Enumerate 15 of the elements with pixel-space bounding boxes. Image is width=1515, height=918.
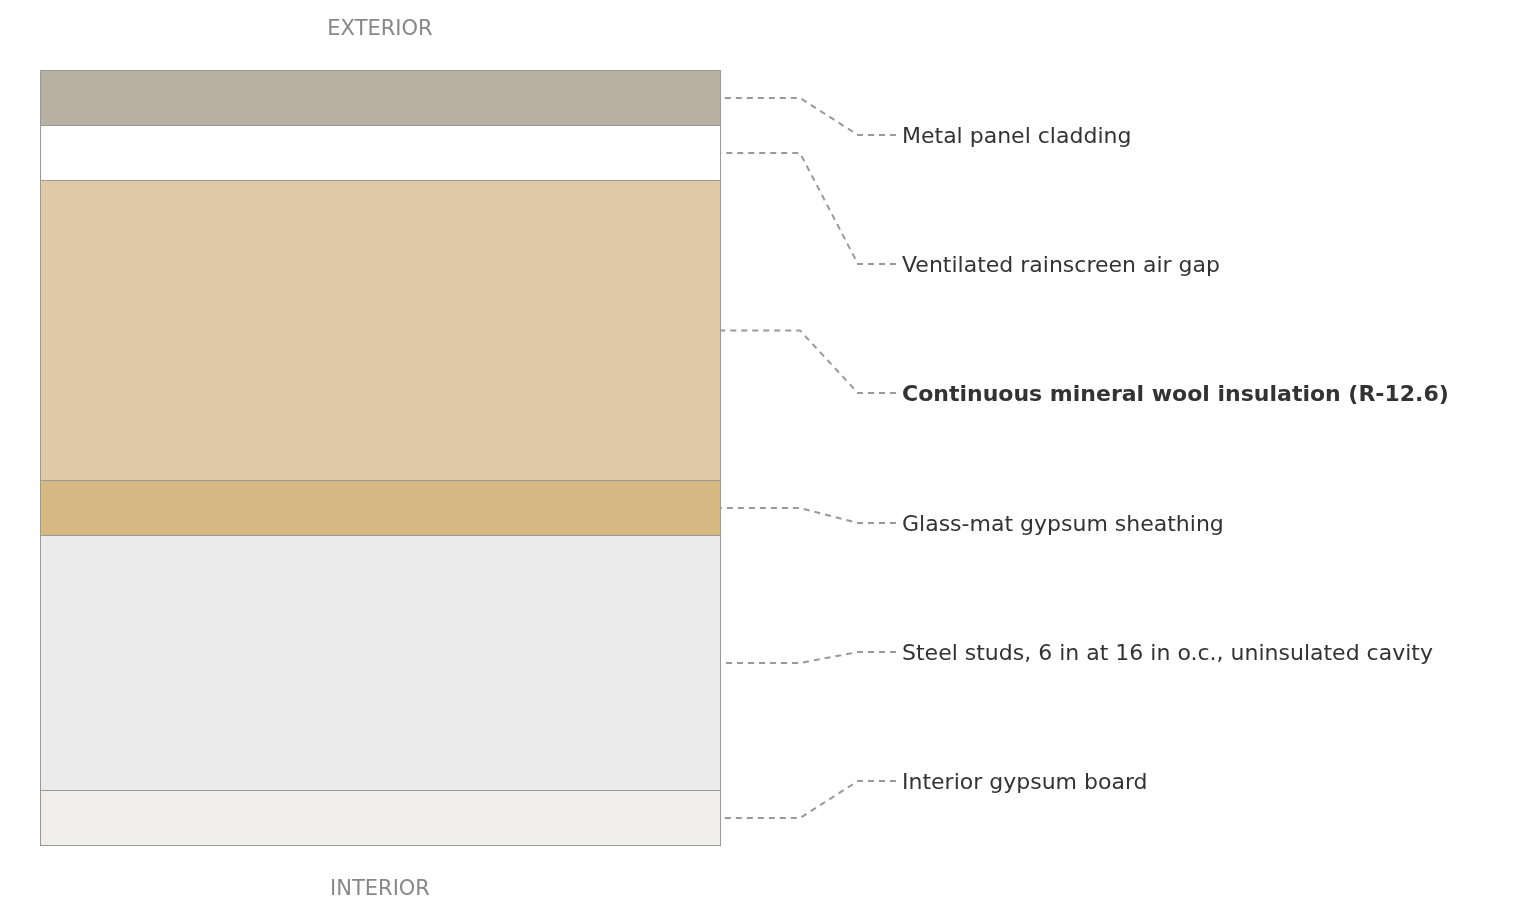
layer-label: Interior gypsum board [902,768,1148,794]
wall-layer [40,480,721,536]
layer-label: Metal panel cladding [902,122,1132,148]
layer-label: Ventilated rainscreen air gap [902,251,1221,277]
wall-layer [40,535,721,791]
side-label: EXTERIOR [327,16,433,40]
wall-layer [40,790,721,846]
layer-label: Glass-mat gypsum sheathing [902,510,1224,536]
wall-layer [40,180,721,481]
side-label: INTERIOR [330,876,430,900]
wall-layer [40,70,721,126]
layer-label: Steel studs, 6 in at 16 in o.c., uninsulated cavity [902,639,1433,665]
wall-layer [40,125,721,181]
layer-label: Continuous mineral wool insulation (R-12.6) [902,380,1449,406]
leader-line [720,329,897,394]
